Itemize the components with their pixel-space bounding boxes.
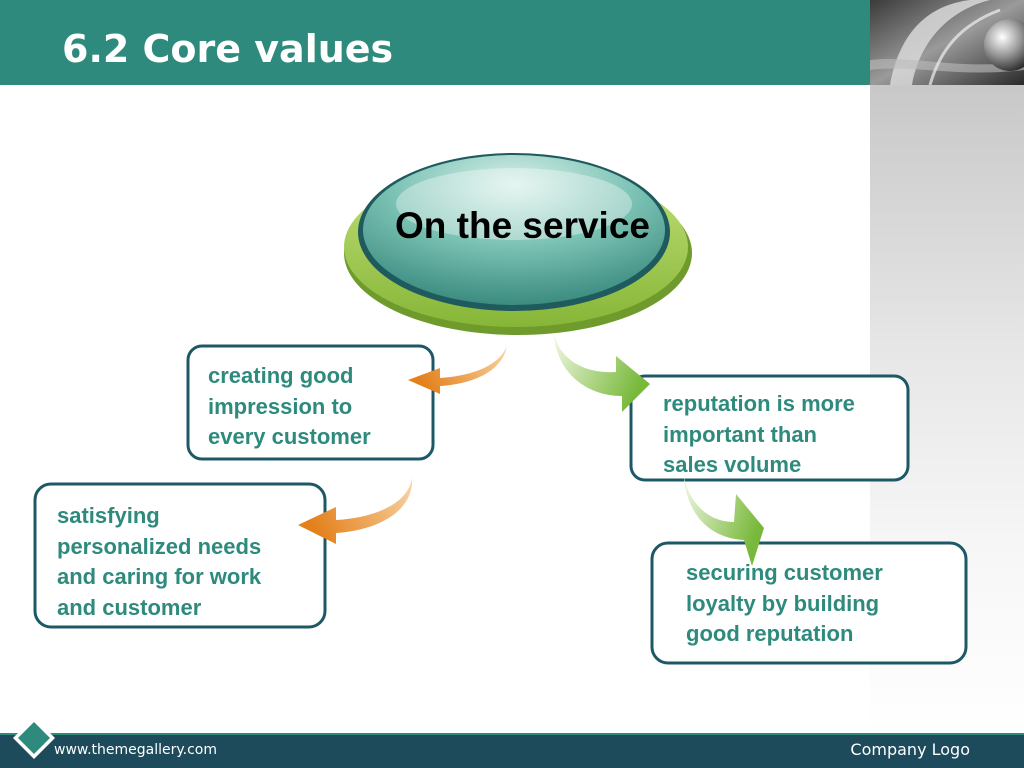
node-text-reputation: reputation is more important than sales … <box>663 389 855 481</box>
footer-bar <box>0 735 1024 768</box>
text-line: every customer <box>208 424 371 449</box>
arrow-to-impression <box>408 346 507 394</box>
node-box-personalized <box>33 482 327 629</box>
text-line: securing customer <box>686 560 883 585</box>
text-line: important than <box>663 421 817 447</box>
text-line: creating good <box>208 363 354 388</box>
text-line: satisfying <box>57 503 160 528</box>
title-bar: 6.2 Core values <box>0 0 870 85</box>
node-text-loyalty: securing customer loyalty by building go… <box>686 558 883 650</box>
diamond-icon <box>13 717 55 759</box>
chrome-sphere-image <box>870 0 1024 85</box>
node-box-impression <box>186 344 435 461</box>
footer-url: www.themegallery.com <box>54 742 217 758</box>
arrow-to-personalized <box>298 478 413 544</box>
text-line: good reputation <box>686 621 854 646</box>
center-label: On the service <box>394 205 650 246</box>
node-box-loyalty <box>650 541 968 665</box>
text-line: reputation is more <box>663 391 855 416</box>
slide-title: 6.2 Core values <box>62 27 394 71</box>
text-line: and customer <box>57 594 202 620</box>
text-line: and caring for work <box>57 564 262 589</box>
node-text-personalized: satisfying personalized needs and caring… <box>57 501 261 623</box>
footer-divider <box>0 733 1024 735</box>
node-box-reputation <box>629 374 910 482</box>
text-line: loyalty by building <box>686 590 880 616</box>
arrow-to-reputation <box>554 334 650 412</box>
center-ellipse <box>344 153 692 335</box>
arrow-to-loyalty <box>684 476 764 566</box>
text-line: sales volume <box>663 452 802 477</box>
text-line: impression to <box>208 393 353 419</box>
company-logo: Company Logo <box>850 740 970 759</box>
text-line: personalized needs <box>57 533 262 559</box>
node-text-impression: creating good impression to every custom… <box>208 361 371 453</box>
